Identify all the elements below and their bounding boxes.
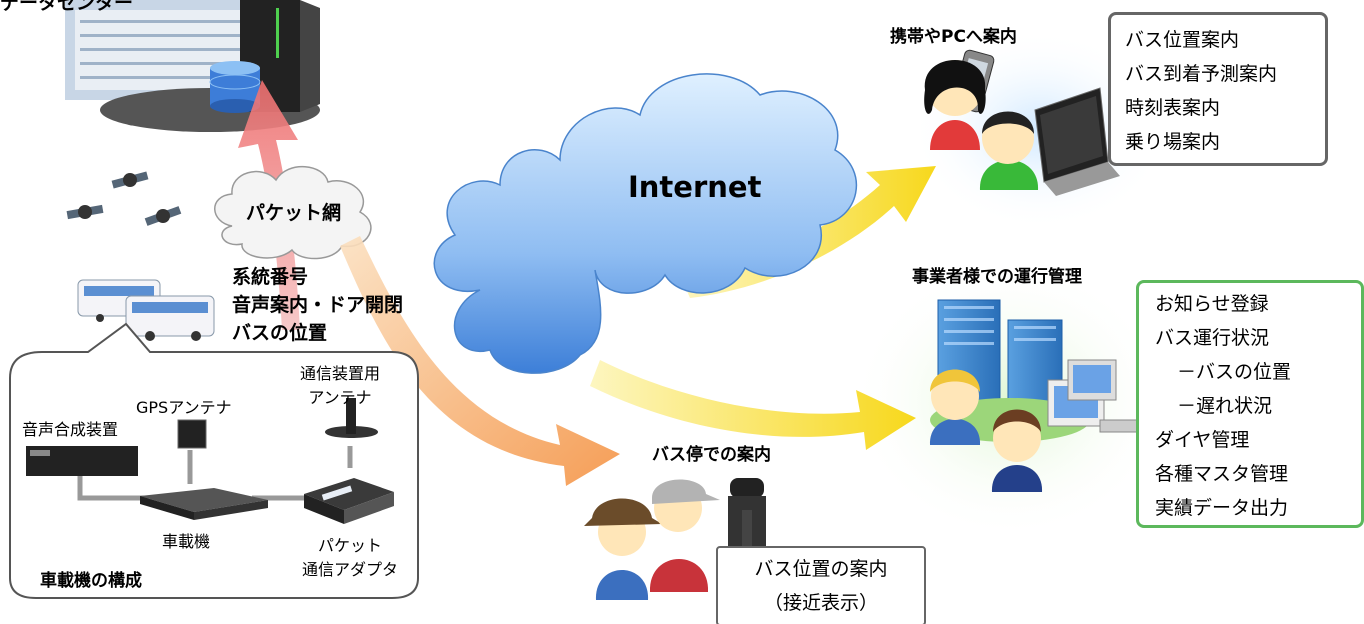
operator-item-master: 各種マスタ管理 [1155, 463, 1289, 485]
onboard-unit-device [140, 488, 268, 520]
packet-network-cloud [214, 165, 372, 260]
bus-data-voice-door: 音声案内・ドア開閉 [232, 294, 404, 316]
bus-stop-illustration [584, 478, 766, 600]
mobile-pc-info-box: バス位置案内 バス到着予測案内 時刻表案内 乗り場案内 [1108, 12, 1328, 166]
operator-item-bus-position: －バスの位置 [1177, 361, 1292, 383]
packet-adapter-label-line-1: パケット [318, 536, 383, 555]
gps-antenna-label: GPSアンテナ [136, 398, 232, 417]
operator-item-delay: －遅れ状況 [1177, 395, 1273, 417]
comm-antenna-label: 通信装置用 アンテナ [300, 360, 380, 408]
mobile-item-bus-position: バス位置案内 [1125, 29, 1240, 51]
operator-office-illustration [929, 299, 1141, 492]
mobile-pc-title: 携帯やPCへ案内 [890, 27, 1017, 47]
bus-data-position: バスの位置 [232, 322, 328, 344]
buses [77, 279, 215, 341]
satellites [66, 171, 182, 226]
operator-info-box: お知らせ登録 バス運行状況 －バスの位置 －遅れ状況 ダイヤ管理 各種マスタ管理… [1136, 280, 1364, 528]
internet-cloud [433, 73, 858, 374]
datacenter-label: データセンター [0, 0, 134, 14]
bus-stop-title: バス停での案内 [652, 445, 771, 465]
datacenter-photo [65, 0, 320, 132]
bus-stop-arrow [340, 236, 620, 486]
equipment-cables [77, 446, 353, 501]
bus-stop-info-box: バス位置の案内 （接近表示） [716, 546, 926, 624]
gps-antenna-device [177, 419, 207, 449]
operator-item-results-export: 実績データ出力 [1155, 497, 1289, 519]
operator-item-schedule: ダイヤ管理 [1155, 429, 1250, 451]
onboard-unit-label: 車載機 [162, 532, 211, 551]
comm-antenna-label-line-1: 通信装置用 [300, 364, 381, 383]
packet-adapter-label: パケット 通信アダプタ [302, 532, 398, 580]
operator-item-notice: お知らせ登録 [1155, 293, 1269, 315]
bus-stop-line-1: バス位置の案内 [754, 558, 888, 580]
comm-antenna-device [325, 398, 378, 438]
onboard-title: 車載機の構成 [40, 571, 142, 591]
internet-label: Internet [628, 170, 762, 204]
packet-network-label: パケット網 [246, 202, 342, 224]
mobile-item-boarding: 乗り場案内 [1125, 131, 1221, 153]
onboard-callout [9, 322, 419, 599]
upload-arrow [238, 80, 300, 330]
operator-item-status: バス運行状況 [1155, 327, 1270, 349]
operator-title: 事業者様での運行管理 [912, 267, 1082, 287]
voice-synth-device [26, 446, 138, 476]
packet-adapter-device [304, 478, 394, 524]
comm-antenna-label-line-2: アンテナ [308, 388, 372, 407]
bus-stop-line-2: （接近表示） [763, 592, 878, 614]
mobile-users-illustration [924, 49, 1120, 196]
mobile-item-timetable: 時刻表案内 [1125, 97, 1221, 119]
arrow-to-operator [590, 360, 916, 450]
packet-adapter-label-line-2: 通信アダプタ [302, 560, 399, 579]
mobile-item-arrival-forecast: バス到着予測案内 [1125, 63, 1278, 85]
voice-synth-label: 音声合成装置 [22, 420, 119, 439]
bus-data-route-number: 系統番号 [232, 266, 309, 288]
